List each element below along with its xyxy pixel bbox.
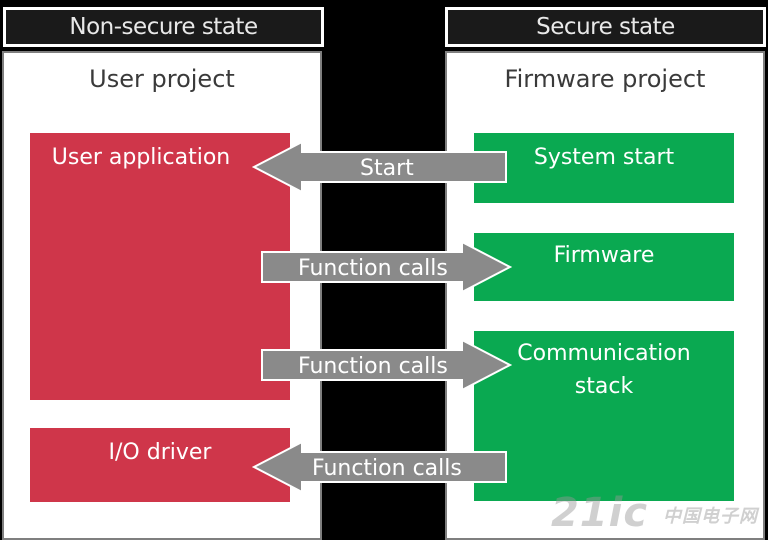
left-arrow-icon [252,140,507,194]
start-arrow-label: Start [360,156,414,181]
user-application-label: User application [51,145,231,170]
firmware-project-title: Firmware project [504,65,706,93]
function-calls-arrow-3: Function calls [252,440,508,494]
communication-stack-label-line1: Communication [517,341,691,366]
system-start-label: System start [533,145,675,170]
watermark-logo: 21ic 中国电子网 [551,490,758,536]
communication-stack-label-line2: stack [574,374,634,399]
function-calls-arrow-2: Function calls [260,338,512,392]
user-application-block: User application [30,133,290,400]
system-start-block: System start [474,133,734,203]
function-calls-label-3: Function calls [312,456,462,481]
user-project-title: User project [89,65,235,93]
function-calls-arrow-1: Function calls [260,240,512,294]
header-secure-state: Secure state [445,7,766,47]
firmware-label: Firmware [553,243,655,268]
function-calls-label-1: Function calls [298,256,448,281]
firmware-block: Firmware [474,233,734,301]
header-non-secure-state: Non-secure state [3,7,324,47]
start-arrow: Start [252,140,508,194]
io-driver-block: I/O driver [30,428,290,502]
communication-stack-block: Communication stack [474,331,734,501]
right-arrow-icon [261,338,512,392]
io-driver-label: I/O driver [108,440,212,465]
function-calls-label-2: Function calls [298,354,448,379]
left-arrow-icon [252,440,507,494]
watermark-brand: 21ic [550,490,649,536]
watermark-sub: 中国电子网 [663,506,758,527]
right-arrow-icon [261,240,512,294]
